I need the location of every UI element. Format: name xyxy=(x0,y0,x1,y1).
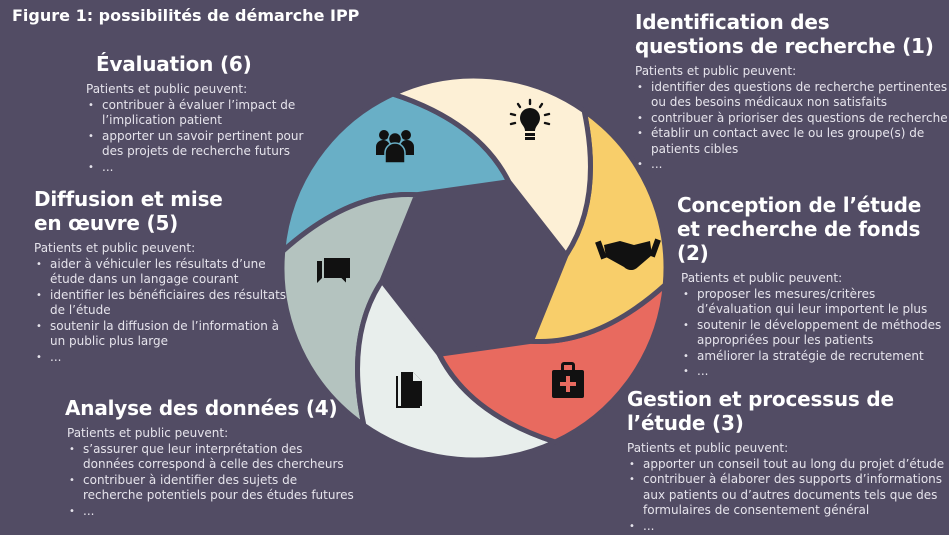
step-heading: Diffusion et mise en œuvre (5) xyxy=(34,187,223,235)
step-diffusion: Diffusion et mise en œuvre (5) Patients … xyxy=(34,187,289,365)
step-intro: Patients et public peuvent: xyxy=(681,271,843,285)
step-intro: Patients et public peuvent: xyxy=(34,241,196,255)
list-item: identifier les bénéficiaires des résulta… xyxy=(34,288,289,319)
step-intro: Patients et public peuvent: xyxy=(67,426,229,440)
people-group-icon xyxy=(376,130,414,164)
step-gestion: Gestion et processus de l’étude (3) Pati… xyxy=(627,387,949,534)
list-item: contribuer à élaborer des supports d’inf… xyxy=(627,472,949,519)
list-item: ... xyxy=(67,504,357,520)
step-heading: Évaluation (6) xyxy=(96,52,252,76)
step-list: s’assurer que leur interprétation des do… xyxy=(67,442,357,520)
step-identification: Identification des questions de recherch… xyxy=(635,10,949,173)
blade-identification xyxy=(390,73,593,258)
list-item: contribuer à évaluer l’impact de l’impli… xyxy=(86,98,321,129)
list-item: ... xyxy=(635,157,949,173)
list-item: apporter un savoir pertinent pour des pr… xyxy=(86,129,321,160)
step-list: apporter un conseil tout au long du proj… xyxy=(627,457,949,535)
list-item: s’assurer que leur interprétation des do… xyxy=(67,442,357,473)
step-heading: Analyse des données (4) xyxy=(65,396,338,420)
list-item: contribuer à identifier des sujets de re… xyxy=(67,473,357,504)
list-item: ... xyxy=(34,350,289,366)
list-item: améliorer la stratégie de recrutement xyxy=(681,349,946,365)
step-list: identifier des questions de recherche pe… xyxy=(635,80,949,173)
step-evaluation: Évaluation (6) Patients et public peuven… xyxy=(86,52,326,175)
step-list: aider à véhiculer les résultats d’une ét… xyxy=(34,257,289,366)
handshake-icon xyxy=(595,238,661,270)
step-intro: Patients et public peuvent: xyxy=(635,64,797,78)
step-list: contribuer à évaluer l’impact de l’impli… xyxy=(86,98,321,176)
step-intro: Patients et public peuvent: xyxy=(627,441,789,455)
list-item: établir un contact avec le ou les groupe… xyxy=(635,126,949,157)
list-item: ... xyxy=(681,364,946,380)
step-analyse: Analyse des données (4) Patients et publ… xyxy=(65,396,365,519)
step-intro: Patients et public peuvent: xyxy=(86,82,248,96)
lightbulb-icon xyxy=(509,98,551,140)
list-item: soutenir la diffusion de l’information à… xyxy=(34,319,289,350)
step-heading: Gestion et processus de l’étude (3) xyxy=(627,387,894,435)
list-item: soutenir le développement de méthodes ap… xyxy=(681,318,946,349)
figure-title: Figure 1: possibilités de démarche IPP xyxy=(12,6,360,25)
list-item: apporter un conseil tout au long du proj… xyxy=(627,457,949,473)
list-item: contribuer à prioriser des questions de … xyxy=(635,111,949,127)
list-item: aider à véhiculer les résultats d’une ét… xyxy=(34,257,289,288)
list-item: ... xyxy=(627,519,949,535)
step-heading: Identification des questions de recherch… xyxy=(635,10,934,58)
medical-kit-icon xyxy=(552,362,584,398)
document-icon xyxy=(396,372,422,408)
list-item: ... xyxy=(86,160,321,176)
list-item: identifier des questions de recherche pe… xyxy=(635,80,949,111)
step-conception: Conception de l’étude et recherche de fo… xyxy=(677,193,949,380)
chat-bubbles-icon xyxy=(317,256,352,288)
list-item: proposer les mesures/critères d’évaluati… xyxy=(681,287,946,318)
step-list: proposer les mesures/critères d’évaluati… xyxy=(681,287,946,380)
step-heading: Conception de l’étude et recherche de fo… xyxy=(677,193,922,265)
